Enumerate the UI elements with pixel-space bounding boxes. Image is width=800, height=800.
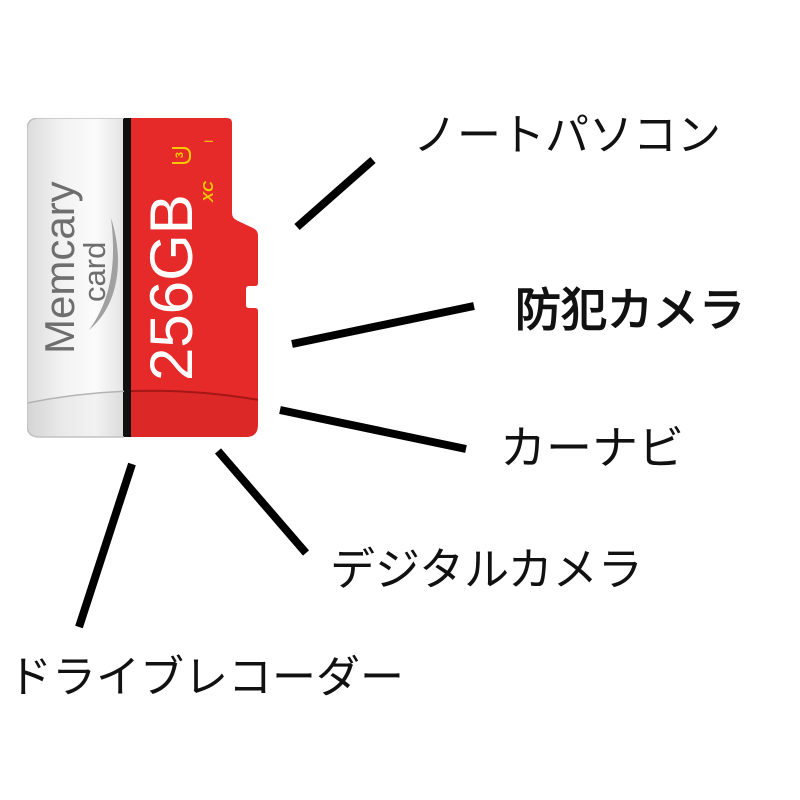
use-label-security-camera: 防犯カメラ	[515, 283, 745, 337]
gloss-curve-red	[131, 389, 258, 404]
callout-line-laptop	[294, 156, 376, 231]
use-label-digital-camera: デジタルカメラ	[330, 543, 643, 596]
memory-card-body	[27, 118, 258, 438]
use-label-drive-recorder: ドライブレコーダー	[8, 652, 404, 703]
callout-line-security-camera	[291, 302, 475, 348]
callout-line-drive-recorder	[75, 462, 136, 629]
callout-line-digital-camera	[214, 448, 310, 556]
callout-line-car-navigation	[279, 406, 467, 453]
use-label-laptop: ノートパソコン	[413, 110, 721, 161]
swoosh-icon	[89, 218, 118, 330]
card-stripe	[123, 118, 132, 437]
use-label-car-navigation: カーナビ	[500, 421, 684, 475]
gloss-curve-panel	[27, 389, 124, 404]
card-outline	[27, 118, 124, 438]
card-label-panel	[27, 118, 124, 437]
memory-card: Memcary card 256GB 3 XC I	[27, 118, 259, 438]
